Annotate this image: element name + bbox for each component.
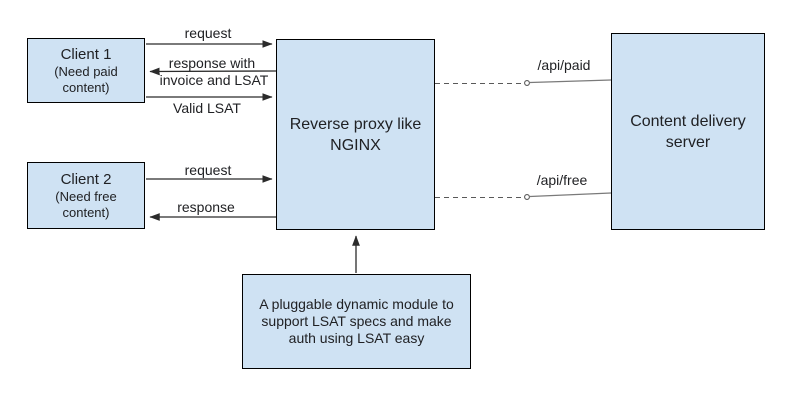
edge-api-paid-endpoint-circle bbox=[524, 80, 530, 86]
client2-title: Client 2 bbox=[60, 171, 112, 188]
edge-label-client2-request: request bbox=[184, 162, 232, 178]
edge-label-api-free: /api/free bbox=[536, 172, 588, 188]
content-delivery-server-label: Content delivery server bbox=[630, 112, 746, 151]
pluggable-module-label: A pluggable dynamic module to support LS… bbox=[259, 296, 454, 346]
edge-label-client2-response: response bbox=[177, 199, 235, 215]
edge-label-client1-response-line1: response with bbox=[168, 55, 256, 71]
edge-api-paid-solid-line bbox=[529, 79, 612, 84]
edge-api-free-solid-line bbox=[529, 192, 612, 198]
node-content-delivery-server: Content delivery server bbox=[611, 33, 765, 230]
node-client1: Client 1 (Need paid content) bbox=[27, 38, 145, 103]
node-client2: Client 2 (Need free content) bbox=[27, 162, 145, 229]
edge-label-api-paid: /api/paid bbox=[537, 57, 591, 73]
client1-subtitle: (Need paid content) bbox=[54, 64, 118, 95]
edge-api-free-endpoint-circle bbox=[524, 194, 530, 200]
node-pluggable-module: A pluggable dynamic module to support LS… bbox=[242, 274, 471, 369]
edge-label-client1-request: request bbox=[184, 25, 232, 41]
edge-label-client1-valid-lsat: Valid LSAT bbox=[173, 100, 241, 116]
node-reverse-proxy: Reverse proxy like NGINX bbox=[276, 39, 435, 230]
client2-subtitle: (Need free content) bbox=[55, 189, 117, 220]
reverse-proxy-label: Reverse proxy like NGINX bbox=[289, 115, 422, 154]
client1-title: Client 1 bbox=[60, 46, 112, 63]
edge-label-client1-response-line2: invoice and LSAT bbox=[159, 72, 269, 88]
edge-client1-response-line bbox=[149, 67, 277, 76]
